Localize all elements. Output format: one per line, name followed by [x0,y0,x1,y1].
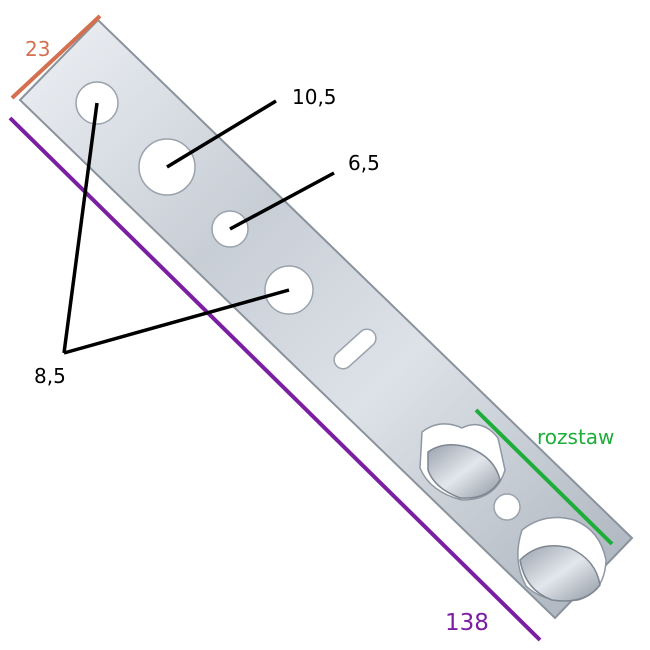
pointer-8-5-top [62,102,99,354]
pointer-6-5 [229,171,335,231]
center-hole [493,493,521,521]
spacing-label: rozstaw [537,425,614,449]
label-8-5: 8,5 [34,364,66,388]
width-label: 23 [25,37,50,61]
label-10-5: 10,5 [292,85,337,109]
length-label: 138 [445,610,489,636]
slot-hole [333,328,377,370]
label-6-5: 6,5 [348,151,380,175]
width-dimension-line [10,14,102,100]
pointer-10-5 [166,99,277,169]
bent-tab-lower [517,516,607,602]
length-dimension-line [8,116,542,642]
pointer-8-5-bottom [63,288,290,355]
spacing-line [474,408,614,546]
bent-tab-upper [419,423,506,501]
